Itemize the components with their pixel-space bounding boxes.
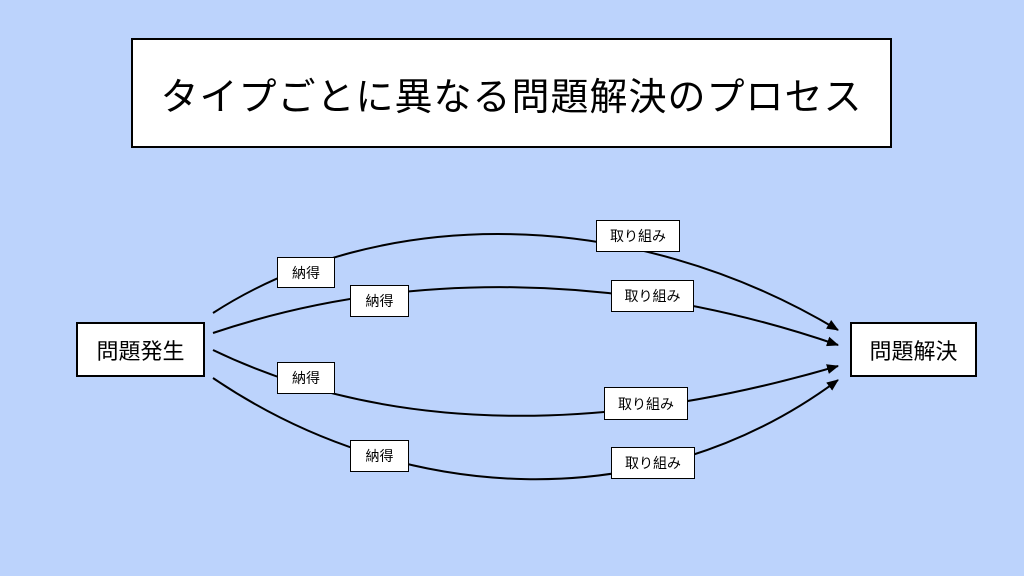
- accept-label-2: 納得: [350, 285, 409, 317]
- accept-label-4: 納得: [350, 440, 409, 472]
- title-box: タイプごとに異なる問題解決のプロセス: [131, 38, 892, 148]
- action-label-2: 取り組み: [611, 280, 694, 312]
- action-label-3: 取り組み: [604, 387, 688, 420]
- path-arrow-4: [212, 377, 839, 481]
- accept-label-3: 納得: [277, 362, 335, 394]
- start-node: 問題発生: [76, 322, 205, 377]
- diagram-title: タイプごとに異なる問題解決のプロセス: [160, 74, 863, 119]
- path-arrow-2: [212, 286, 839, 347]
- accept-label-1: 納得: [277, 257, 335, 288]
- end-node: 問題解決: [850, 322, 977, 377]
- action-label-1: 取り組み: [596, 220, 680, 252]
- action-label-4: 取り組み: [611, 447, 695, 479]
